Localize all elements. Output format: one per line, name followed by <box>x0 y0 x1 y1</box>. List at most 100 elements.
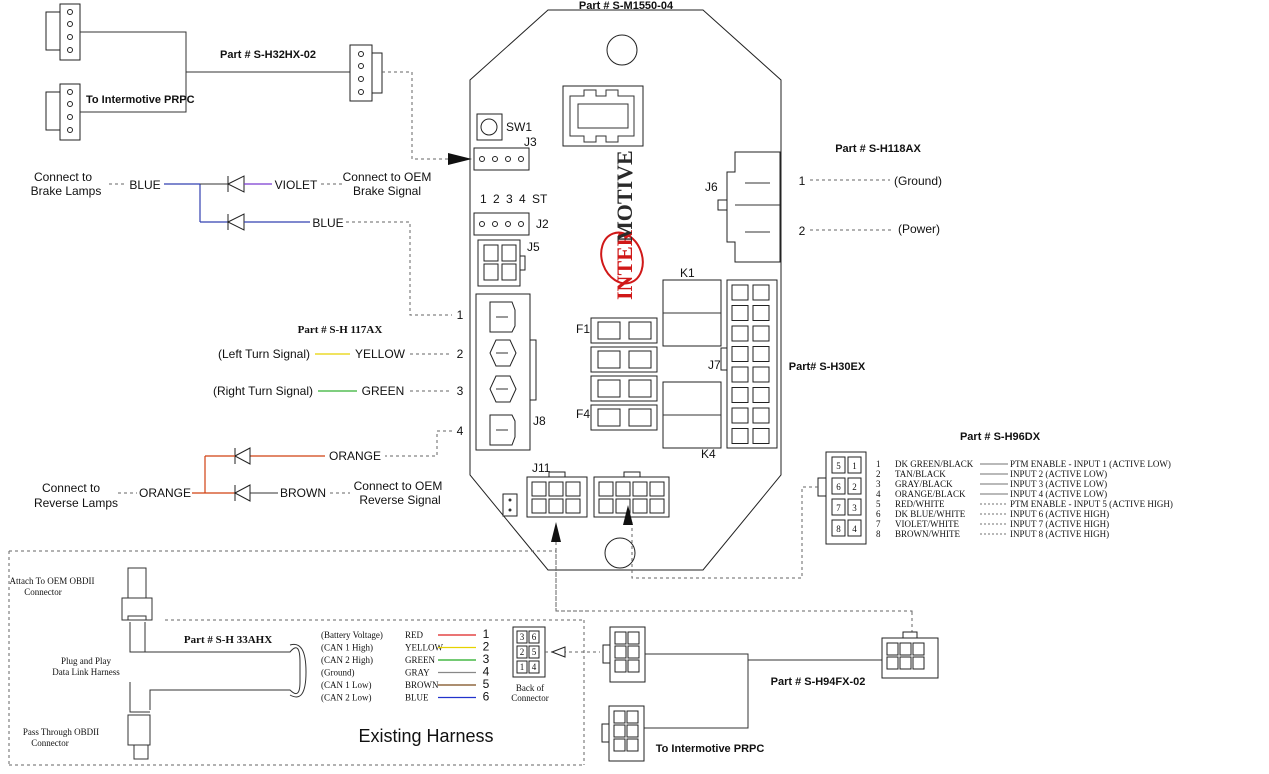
obd-pin-number: 5 <box>483 677 490 691</box>
obd-harness: Attach To OEM OBDII Connector Plug and P… <box>8 522 913 766</box>
j11-pin-cell <box>565 481 581 497</box>
j11-table-wire: VIOLET/WHITE <box>895 519 959 529</box>
left-turn-desc: (Left Turn Signal) <box>218 347 310 361</box>
j2-connector: 1 2 3 4 ST J2 <box>473 192 549 236</box>
back-pin-cell <box>528 645 540 659</box>
reverse-brown-wire: BROWN <box>280 486 326 500</box>
prpc-pin-cell <box>613 738 626 752</box>
j11-pin-cell <box>531 481 547 497</box>
j7-pin-cell <box>731 325 749 342</box>
back-of-label: Back of <box>516 683 544 693</box>
j7-label: J7 <box>708 358 721 372</box>
prpc-pin-cell <box>626 724 639 738</box>
j7-pin-cell <box>752 325 770 342</box>
f4-label: F4 <box>576 407 590 421</box>
prpc-pin-cell <box>899 656 912 670</box>
j11-pin-cell <box>548 481 564 497</box>
reverse-lamps-line1: Connect to <box>42 481 100 495</box>
obd-signal-desc: (CAN 1 Low) <box>321 680 372 690</box>
j2-pin-3: 3 <box>506 192 513 206</box>
connector-pin-cell <box>598 481 614 497</box>
j7-pin-cell <box>731 387 749 403</box>
prpc-pin-cell <box>912 656 925 670</box>
sw1-label: SW1 <box>506 120 532 134</box>
prpc-harness: To Intermotive PRPC Part # S-H94FX-02 <box>601 626 939 762</box>
prpc-pin-cell <box>614 631 627 645</box>
obd-signal-desc: (CAN 2 High) <box>321 655 373 665</box>
j11-table-func: PTM ENABLE - INPUT 1 (ACTIVE LOW) <box>1010 459 1171 469</box>
prpc-pin-cell <box>626 738 639 752</box>
prpc-pin-cell <box>886 642 899 656</box>
top-connector <box>562 85 644 147</box>
mount-hole-bottom <box>604 537 636 569</box>
j7-pin-cell <box>731 305 749 321</box>
j11-plug-pin <box>831 498 846 516</box>
brake-blue-wire-2: BLUE <box>312 216 343 230</box>
connector-pin-cell <box>632 498 648 514</box>
j11-plug-pin-number: 7 <box>836 503 841 513</box>
fuse-cell <box>597 379 621 398</box>
j11-connector: J11 <box>526 461 588 518</box>
j11-table-wire: GRAY/BLACK <box>895 479 953 489</box>
prpc-pin-cell <box>627 645 640 659</box>
connector-label: Connector <box>511 693 549 703</box>
j7-pin-cell <box>752 366 770 383</box>
j11-label: J11 <box>532 461 551 475</box>
j11-pin-cell <box>548 498 564 514</box>
obd-signal-desc: (Ground) <box>321 668 355 678</box>
j8-connector: J8 <box>475 293 546 451</box>
j2-st-label: ST <box>532 192 548 206</box>
intermotive-logo: INTER MOTIVE <box>600 150 644 300</box>
second-board-connector <box>593 471 670 518</box>
prpc-top-label: To Intermotive PRPC <box>86 94 195 106</box>
j11-plug-pin <box>831 477 846 495</box>
fuse-cell <box>597 350 621 369</box>
prpc-pin-cell <box>886 656 899 670</box>
logo-inter-text: INTER <box>612 229 637 300</box>
obd-part-label: Part # S-H 33AHX <box>184 634 272 646</box>
j7-pin-cell <box>752 387 770 403</box>
j8-label: J8 <box>533 414 546 428</box>
j7-pin-cell <box>731 346 749 362</box>
back-pin-number: 3 <box>520 632 525 642</box>
j11-part-label: Part # S-H96DX <box>960 431 1041 443</box>
j3-label: J3 <box>524 135 537 149</box>
j7-part-label: Part# S-H30EX <box>789 361 866 373</box>
j7-connector: J7 <box>708 279 778 449</box>
back-pin-number: 2 <box>520 647 525 657</box>
j11-plug-pin <box>831 519 846 537</box>
j8-pin-3: 3 <box>457 384 464 398</box>
j2-pin-4: 4 <box>519 192 526 206</box>
j6-power-label: (Power) <box>898 222 940 236</box>
connector-pin-cell <box>615 481 631 497</box>
attach-obd-line1: Attach To OEM OBDII <box>10 576 95 586</box>
j5-label: J5 <box>527 240 540 254</box>
module-board: Part # S-M1550-04 SW1 J3 1 2 3 4 ST <box>469 0 782 571</box>
j11-pin-cell <box>531 498 547 514</box>
j7-pin-cell <box>752 407 770 424</box>
pass-through-line1: Pass Through OBDII <box>23 727 99 737</box>
j11-table-func: INPUT 4 (ACTIVE LOW) <box>1010 489 1107 499</box>
plug-play-line1: Plug and Play <box>61 656 112 666</box>
back-pin-cell <box>516 660 528 674</box>
back-pin-cell <box>528 630 540 644</box>
fuse-cell <box>628 321 652 340</box>
connector-pin-cell <box>649 498 665 514</box>
prpc-pin-cell <box>627 659 640 673</box>
reverse-oem-line1: Connect to OEM <box>354 479 443 493</box>
obd-wire-color: GREEN <box>405 655 435 665</box>
obd-wire-color: RED <box>405 630 424 640</box>
j6-pin1: 1 <box>799 174 806 188</box>
j11-table-func: PTM ENABLE - INPUT 5 (ACTIVE HIGH) <box>1010 499 1173 509</box>
j3-harness: To Intermotive PRPC Part # S-H32HX-02 <box>45 3 472 165</box>
connector-pin-cell <box>632 481 648 497</box>
j7-pin-cell <box>731 407 749 424</box>
j11-plug-pin <box>847 519 862 537</box>
j3-connector: J3 <box>473 135 537 171</box>
j11-table-wire: RED/WHITE <box>895 499 945 509</box>
fuse-cell <box>628 350 652 369</box>
fuse-cell <box>628 408 652 427</box>
prpc-part-label: Part # S-H94FX-02 <box>771 676 866 688</box>
module-part-label: Part # S-M1550-04 <box>579 0 674 12</box>
